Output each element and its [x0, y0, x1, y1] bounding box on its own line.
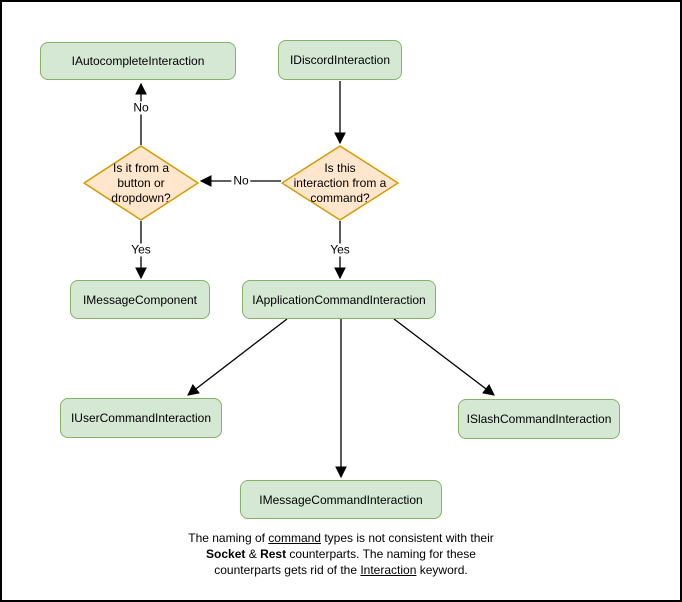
- decision-from-command-label: Is this interaction from a command?: [285, 161, 395, 206]
- node-iusercommandinteraction: IUserCommandInteraction: [60, 398, 222, 438]
- note-text-underlined: command: [268, 531, 321, 545]
- note-text-bold: Rest: [260, 547, 287, 561]
- decision-line: Is it from a: [112, 161, 169, 175]
- note-line-1: The naming of command types is not consi…: [2, 530, 680, 546]
- decision-line: interaction from a: [293, 176, 387, 190]
- edge-application-to-user-command: [187, 318, 288, 396]
- note-text-bold: Socket: [206, 547, 246, 561]
- edge-label-yes-message-component: Yes: [129, 242, 153, 257]
- note-line-2: Socket & Rest counterparts. The naming f…: [2, 546, 680, 562]
- node-idiscordinteraction: IDiscordInteraction: [278, 40, 402, 80]
- edge-label-no-between-decisions: No: [231, 173, 251, 188]
- note-text: &: [245, 547, 261, 561]
- edge-label-yes-application-command: Yes: [328, 242, 352, 257]
- node-islashcommandinteraction: ISlashCommandInteraction: [458, 399, 620, 439]
- note-text: counterparts. The naming for these: [286, 547, 476, 561]
- edge-application-to-slash-command: [393, 318, 495, 396]
- node-imessagecommandinteraction: IMessageCommandInteraction: [240, 480, 442, 519]
- naming-note: The naming of command types is not consi…: [2, 530, 680, 578]
- note-text: The naming of: [188, 531, 269, 545]
- note-line-3: counterparts gets rid of the Interaction…: [2, 562, 680, 578]
- decision-line: dropdown?: [111, 191, 171, 205]
- note-text: types is not consistent with their: [320, 531, 494, 545]
- decision-button-dropdown-shape: [83, 145, 199, 221]
- decision-button-dropdown-label: Is it from a button or dropdown?: [91, 161, 191, 206]
- note-text: counterparts gets rid of the: [214, 563, 361, 577]
- node-iapplicationcommandinteraction: IApplicationCommandInteraction: [242, 280, 436, 319]
- decision-line: Is this: [324, 161, 356, 175]
- decision-line: button or: [117, 176, 165, 190]
- note-text: keyword.: [416, 563, 468, 577]
- edge-label-no-autocomplete: No: [131, 100, 151, 115]
- decision-from-command-shape: [281, 145, 399, 221]
- node-iautocompleteinteraction: IAutocompleteInteraction: [40, 42, 236, 80]
- note-text-underlined: Interaction: [360, 563, 417, 577]
- node-imessagecomponent: IMessageComponent: [70, 280, 210, 319]
- decision-line: command?: [310, 191, 370, 205]
